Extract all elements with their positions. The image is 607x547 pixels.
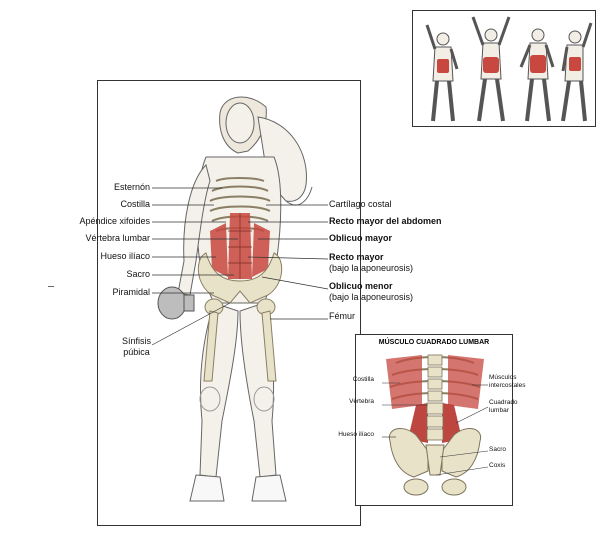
label-oblicuo-menor: Oblicuo menor (bajo la aponeurosis)	[329, 281, 413, 303]
inset-label-cuadrado-lumbar: Cuadrado lumbar	[489, 399, 518, 415]
inset-title: MÚSCULO CUADRADO LUMBAR	[378, 339, 490, 346]
label-sacro: Sacro	[126, 269, 150, 279]
label-recto-mayor: Recto mayor (bajo la aponeurosis)	[329, 252, 413, 274]
inset-label-sacro: Sacro	[489, 446, 506, 453]
woman-anatomy-illustration	[157, 96, 313, 502]
inset-label-cuadrado-line2: lumbar	[489, 407, 509, 414]
lumbar-anatomy-illustration	[382, 354, 489, 496]
label-leader-lines	[151, 187, 329, 346]
label-esternon: Esternón	[113, 182, 150, 192]
label-oblicuo-menor-sub: (bajo la aponeurosis)	[329, 292, 414, 302]
inset-label-vertebra: Vértebra	[349, 398, 374, 405]
label-oblicuo-mayor: Oblicuo mayor	[329, 233, 393, 243]
inset-label-cuadrado-line1: Cuadrado	[489, 399, 518, 406]
inset-label-hueso-iliaco: Hueso ilíaco	[338, 431, 374, 438]
label-oblicuo-menor-title: Oblicuo menor	[329, 281, 393, 291]
label-recto-mayor-sub: (bajo la aponeurosis)	[329, 263, 414, 273]
label-apendice-xifoides: Apéndice xifoides	[79, 216, 150, 226]
movement-sequence-inset	[412, 10, 596, 127]
inset-label-musculos-line2: intercostales	[489, 382, 526, 389]
inset-label-coxis: Coxis	[489, 462, 506, 469]
label-vertebra-lumbar: Vértebra lumbar	[85, 233, 150, 243]
label-recto-mayor-abdomen: Recto mayor del abdomen	[329, 216, 442, 226]
label-hueso-iliaco: Hueso ilíaco	[100, 251, 150, 261]
label-cartilago-costal: Cartílago costal	[329, 199, 392, 209]
inset-label-costilla: Costilla	[352, 376, 374, 383]
label-recto-mayor-title: Recto mayor	[329, 252, 384, 262]
label-sinfisis-pubica: Sínfisis púbica	[122, 336, 151, 358]
label-femur: Fémur	[329, 311, 356, 321]
stray-dash-mark	[48, 286, 54, 287]
label-sinfisis-line2: púbica	[123, 347, 150, 357]
inset-label-musculos-line1: Músculos	[489, 374, 517, 381]
cuadrado-lumbar-inset: MÚSCULO CUADRADO LUMBAR	[355, 334, 513, 506]
label-costilla: Costilla	[120, 199, 150, 209]
label-sinfisis-line1: Sínfisis	[122, 336, 152, 346]
main-anatomy-panel	[97, 80, 361, 526]
label-piramidal: Piramidal	[112, 287, 150, 297]
movement-figures-illustration	[425, 16, 593, 122]
inset-label-musculos-intercostales: Músculos intercostales	[489, 374, 526, 390]
